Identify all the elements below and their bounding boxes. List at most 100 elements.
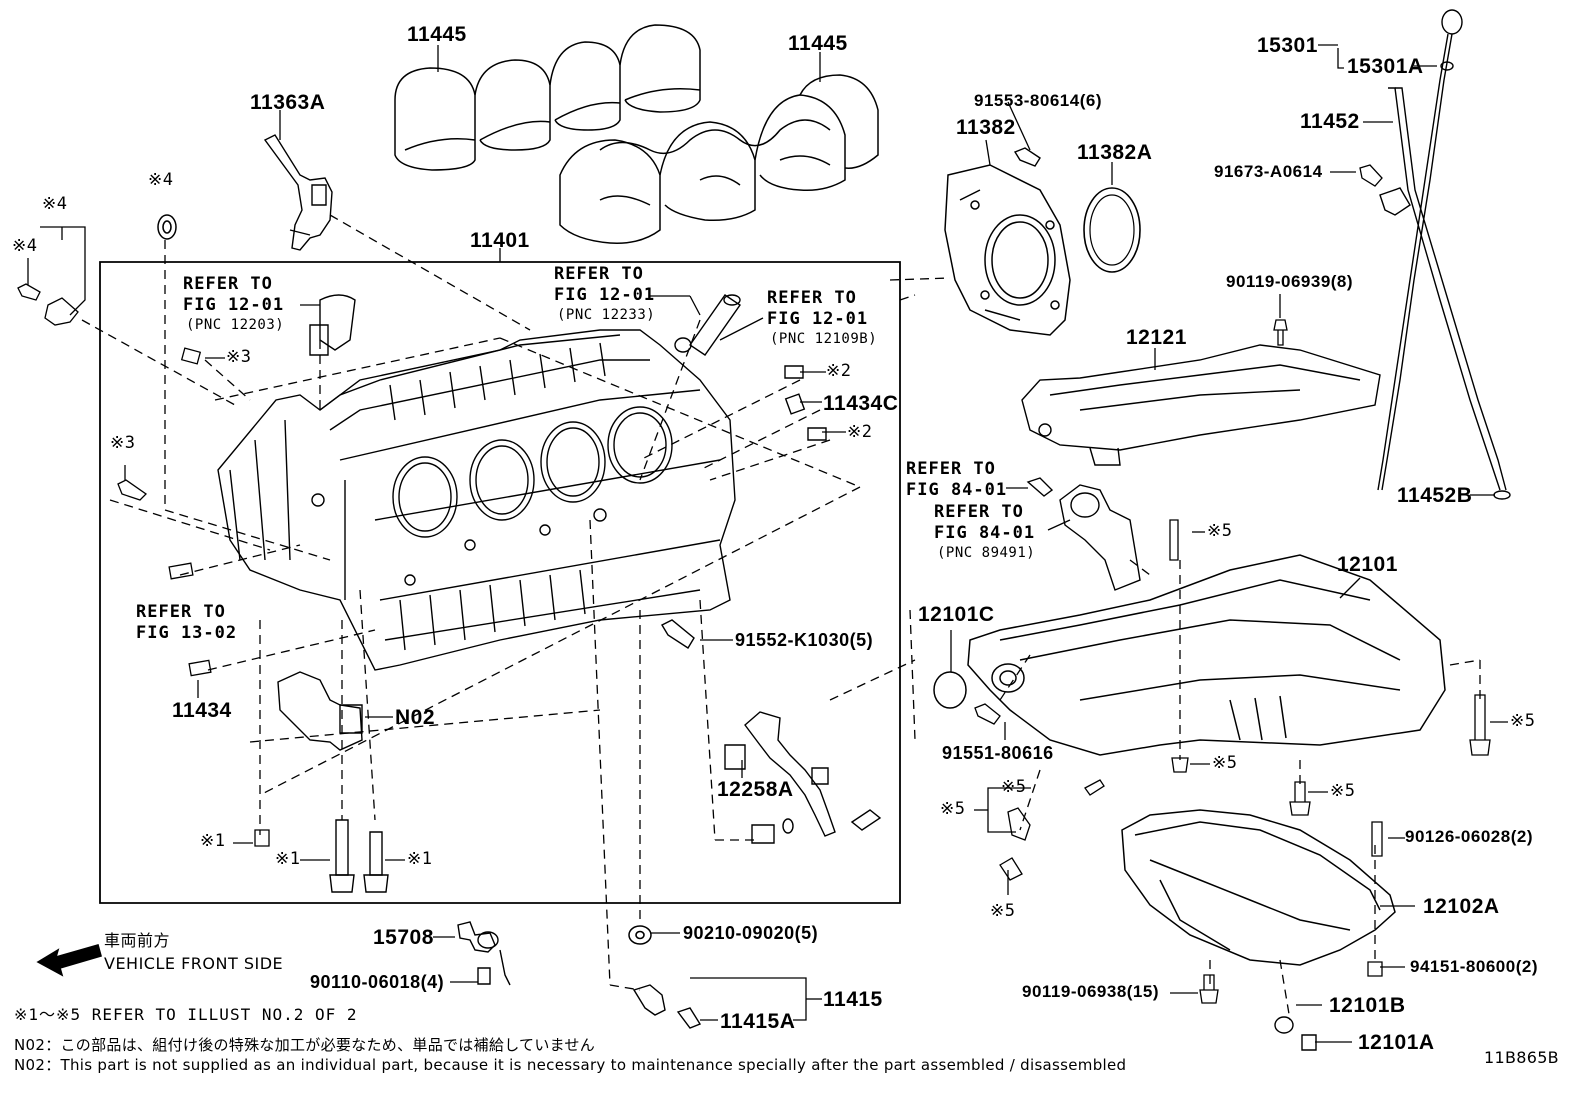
part-label-91553: 91553-80614(6) — [974, 91, 1102, 110]
dipstick-15301 — [1378, 10, 1462, 490]
part-label-11382: 11382 — [956, 116, 1016, 139]
cover-11382 — [945, 165, 1070, 335]
oil-jet-pipe — [725, 712, 880, 843]
stud-90126 — [1372, 822, 1382, 856]
bolt-91673 — [1360, 165, 1382, 186]
nut-94151 — [1368, 962, 1382, 976]
mark1-label-a: ※1 — [200, 831, 226, 851]
ref-13-02-line1: REFER TO — [136, 602, 226, 622]
mark4-label-b: ※4 — [42, 194, 68, 214]
part-label-11415a: 11415A — [720, 1010, 796, 1033]
mark5-label-e: ※5 — [1001, 777, 1027, 797]
ref-12109b-line1: REFER TO — [767, 288, 857, 308]
part-label-12102a: 12102A — [1423, 895, 1500, 918]
part-label-94151: 94151-80600(2) — [1410, 957, 1538, 976]
mark1-label-b: ※1 — [275, 849, 301, 869]
part-label-12258a: 12258A — [717, 778, 794, 801]
part-label-11452: 11452 — [1300, 110, 1360, 133]
long-bolts — [330, 820, 388, 892]
cylinder-liners — [395, 25, 878, 243]
mark2-label-a: ※2 — [826, 361, 852, 381]
ref-12109b-line2: FIG 12-01 — [767, 309, 869, 329]
mark2-label-b: ※2 — [847, 422, 873, 442]
bolt-91553 — [1015, 148, 1040, 166]
ref-89491-line2: FIG 84-01 — [934, 523, 1036, 543]
mark5-label-f: ※5 — [940, 799, 966, 819]
seal-11382a — [1084, 188, 1140, 272]
guide-tube-11452 — [1380, 88, 1510, 499]
bolt-91551 — [975, 704, 1000, 724]
vehicle-front-jp: 車両前方 — [104, 931, 171, 950]
part-label-11452b: 11452B — [1397, 484, 1473, 507]
part-label-15301: 15301 — [1257, 34, 1318, 57]
part-label-11401: 11401 — [470, 229, 530, 252]
bolt-90119-06939 — [1274, 320, 1287, 345]
part-label-12101b: 12101B — [1329, 994, 1406, 1017]
seal-12101c — [934, 672, 966, 708]
engine-block — [218, 330, 735, 670]
part-label-12101: 12101 — [1337, 553, 1398, 576]
part-label-11434: 11434 — [172, 699, 232, 722]
ref-parts-top — [310, 295, 826, 440]
washer-mark4 — [158, 215, 176, 239]
fitting-11415 — [634, 985, 700, 1028]
part-label-91552: 91552-K1030(5) — [735, 630, 874, 650]
part-label-90210: 90210-09020(5) — [683, 923, 819, 943]
n02-note-en: N02：This part is not supplied as an indi… — [14, 1056, 1127, 1074]
sensor-15708 — [458, 922, 510, 985]
washer-90210 — [629, 926, 651, 944]
vehicle-front-en: VEHICLE FRONT SIDE — [104, 954, 284, 973]
gasket-12101b — [1275, 1017, 1293, 1033]
bolt-91552 — [662, 620, 694, 648]
mark4-label-c: ※4 — [12, 236, 38, 256]
part-label-15301a: 15301A — [1347, 55, 1424, 78]
ref-12233-pnc: (PNC 12233) — [557, 307, 656, 323]
part-label-91551: 91551-80616 — [942, 743, 1054, 763]
part-label-90119-06938: 90119-06938(15) — [1022, 982, 1160, 1001]
mark3-label-a: ※3 — [226, 347, 252, 367]
ref-13-02-line2: FIG 13-02 — [136, 623, 238, 643]
pump-bracket — [1028, 478, 1140, 590]
ref-12233-line1: REFER TO — [554, 264, 644, 284]
mark1-label-c: ※1 — [407, 849, 433, 869]
illust-note: ※1～※5 REFER TO ILLUST NO.2 OF 2 — [14, 1005, 358, 1024]
part-label-15708: 15708 — [373, 926, 434, 949]
part-label-11382a: 11382A — [1077, 141, 1153, 164]
mark3-label-b: ※3 — [110, 433, 136, 453]
part-label-12101a: 12101A — [1358, 1031, 1435, 1054]
bolt-90119-06938 — [1200, 975, 1218, 1003]
ref-12203-pnc: (PNC 12203) — [186, 317, 285, 333]
ref-89491-pnc: (PNC 89491) — [937, 545, 1036, 561]
solid-leaders — [28, 45, 1508, 1042]
left-bolts — [18, 284, 269, 846]
lower-oil-pan — [1122, 810, 1395, 965]
part-label-90126: 90126-06028(2) — [1405, 827, 1533, 846]
ref-12109b-pnc: (PNC 12109B) — [770, 331, 878, 347]
part-label-90110: 90110-06018(4) — [310, 972, 445, 992]
mark5-label-a: ※5 — [1207, 521, 1233, 541]
mark4-label-a: ※4 — [148, 170, 174, 190]
illustration-code: 11B865B — [1484, 1048, 1559, 1067]
ref-12203-line2: FIG 12-01 — [183, 295, 285, 315]
oil-pan-12101 — [968, 555, 1445, 755]
part-label-12121: 12121 — [1126, 326, 1187, 349]
mark5-bolts — [1000, 520, 1490, 880]
dashed-leaders — [82, 215, 1480, 1020]
mark5-label-d: ※5 — [1330, 781, 1356, 801]
ref-12203-line1: REFER TO — [183, 274, 273, 294]
part-label-11445-b: 11445 — [788, 32, 848, 55]
ref-84-01-a-line1: REFER TO — [906, 459, 996, 479]
part-label-11434c: 11434C — [823, 392, 899, 415]
baffle-12121 — [1022, 345, 1380, 465]
ref-12233-line2: FIG 12-01 — [554, 285, 656, 305]
bracket-11363a — [265, 135, 332, 250]
part-label-11415: 11415 — [823, 988, 883, 1011]
n02-note-jp: N02：この部品は、組付け後の特殊な加工が必要なため、単品では補給していません — [14, 1036, 596, 1054]
part-label-90119-06939: 90119-06939(8) — [1226, 272, 1354, 291]
part-label-91673: 91673-A0614 — [1214, 162, 1323, 181]
part-label-n02: N02 — [395, 706, 436, 729]
plug-12101a — [1302, 1035, 1316, 1050]
ref-89491-line1: REFER TO — [934, 502, 1024, 522]
ref-84-01-a-line2: FIG 84-01 — [906, 480, 1008, 500]
